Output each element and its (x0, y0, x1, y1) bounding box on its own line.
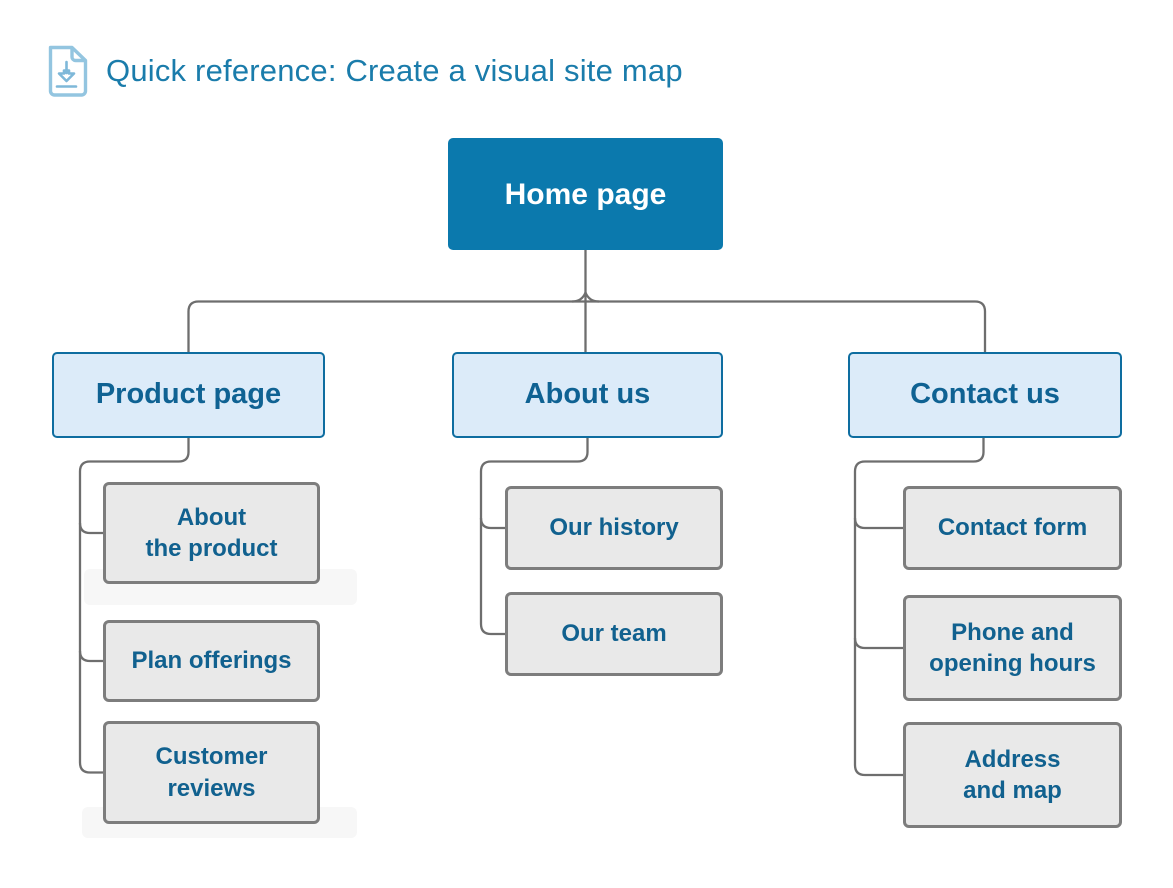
node-label: Contact form (937, 514, 1088, 542)
node-home-page: Home page (448, 138, 723, 250)
page-title: Quick reference: Create a visual site ma… (106, 53, 683, 88)
node-label: Our team (561, 620, 667, 648)
node-contact-form: Contact form (903, 486, 1122, 570)
node-product-page: Product page (52, 352, 325, 438)
node-label: Plan offerings (131, 647, 292, 675)
node-label: Address and map (963, 745, 1062, 804)
node-label: Our history (549, 514, 679, 542)
node-label: Home page (504, 177, 667, 211)
node-plan-offerings: Plan offerings (103, 620, 320, 702)
node-our-team: Our team (505, 592, 723, 676)
node-label: About the product (145, 503, 278, 562)
node-label: Product page (95, 378, 282, 411)
document-download-icon (48, 45, 88, 97)
node-about-us: About us (452, 352, 723, 438)
quick-reference-link[interactable]: Quick reference: Create a visual site ma… (45, 45, 683, 97)
node-label: Customer reviews (155, 743, 268, 802)
node-our-history: Our history (505, 486, 723, 570)
node-label: Phone and opening hours (929, 618, 1096, 677)
node-customer-reviews: Customer reviews (103, 721, 320, 824)
node-label: Contact us (910, 378, 1060, 411)
node-phone-and-opening-hours: Phone and opening hours (903, 595, 1122, 701)
node-about-the-product: About the product (103, 482, 320, 584)
node-contact-us: Contact us (848, 352, 1122, 438)
node-address-and-map: Address and map (903, 722, 1122, 828)
node-label: About us (524, 378, 651, 411)
